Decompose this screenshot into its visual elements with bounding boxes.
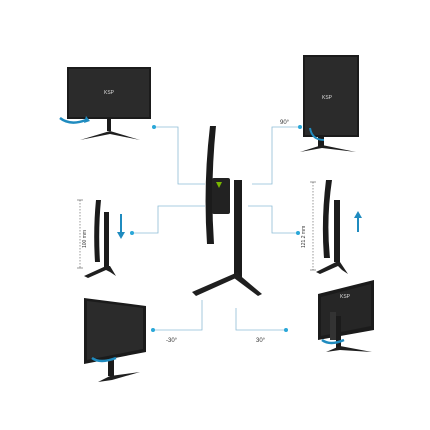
dot-pivot <box>298 125 302 129</box>
connector-height-left <box>132 205 205 234</box>
brand-logo-text: KSP <box>104 90 115 96</box>
pivot-view: KSP 90° <box>280 55 359 152</box>
dot-swivel-right <box>284 328 288 332</box>
dot-swivel-left <box>151 328 155 332</box>
dot-tilt <box>152 125 156 129</box>
dot-height-right <box>296 231 300 235</box>
tilt-view: KSP <box>59 67 151 140</box>
brand-logo-text-pivot: KSP <box>322 95 333 101</box>
height-left-view: 100 mm <box>77 199 125 278</box>
brand-accent-mark <box>216 182 222 188</box>
swivel-right-arrow-icon <box>321 338 345 345</box>
connector-dots <box>130 125 302 332</box>
height-right-view: 121.2 mm <box>301 180 362 274</box>
connector-swivel-left <box>153 300 203 331</box>
connector-height-right <box>248 205 298 234</box>
brand-logo-text-rear: KSP <box>340 294 351 300</box>
rotate-arrow-icon <box>59 116 87 124</box>
swivel-right-view: KSP 30° <box>256 280 374 352</box>
connector-swivel-right <box>235 308 286 331</box>
height-right-label: 121.2 mm <box>301 226 307 248</box>
connector-tilt <box>154 126 205 185</box>
connector-lines <box>132 126 300 331</box>
pivot-label: 90° <box>280 120 290 126</box>
connector-pivot <box>252 126 300 185</box>
stand-neck <box>234 180 242 278</box>
swivel-right-label: 30° <box>256 338 266 344</box>
pivot-arrow-icon <box>309 127 325 141</box>
height-left-label: 100 mm <box>82 230 88 248</box>
swivel-left-arrow-icon <box>91 356 117 363</box>
swivel-left-view: -30° <box>84 298 178 382</box>
dot-height-left <box>130 231 134 235</box>
center-monitor <box>192 126 262 296</box>
swivel-left-label: -30° <box>166 338 178 344</box>
